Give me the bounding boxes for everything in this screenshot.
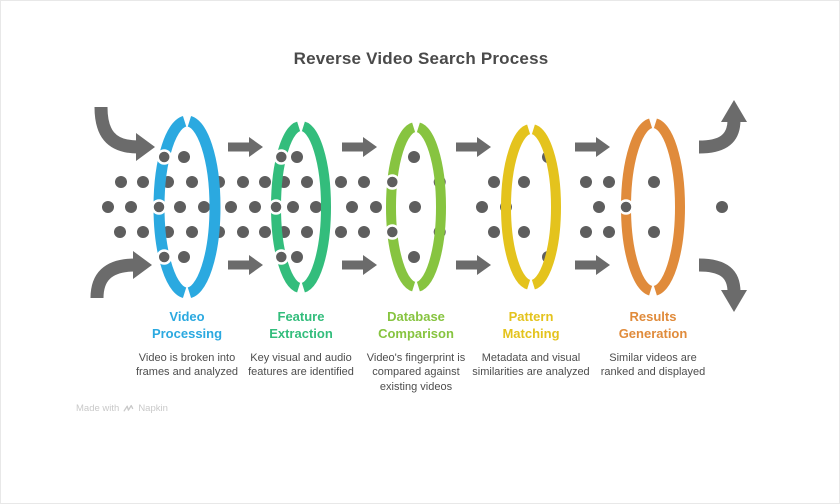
flow-dot [114, 226, 126, 238]
stage-name: Database Comparison [378, 309, 454, 341]
stage-name: Pattern Matching [502, 309, 560, 341]
stage-ring-4 [621, 115, 685, 299]
ringed-flow-dot [151, 199, 167, 215]
flow-dot [488, 226, 500, 238]
flow-dot [291, 251, 303, 263]
ringed-flow-dot [156, 249, 172, 265]
ringed-dots [151, 149, 634, 265]
flow-dot [237, 226, 249, 238]
flow-dot [102, 201, 114, 213]
flow-dot [178, 151, 190, 163]
flow-dot [301, 226, 313, 238]
flow-dot [408, 251, 420, 263]
flow-dot [249, 201, 261, 213]
flow-dot [648, 226, 660, 238]
exit-arrow-top [698, 100, 747, 154]
flow-dot [301, 176, 313, 188]
flow-dot [137, 176, 149, 188]
flow-dot [237, 176, 249, 188]
ringed-flow-dot [268, 199, 284, 215]
flow-dot [518, 176, 530, 188]
stage-description: Metadata and visual similarities are ana… [472, 351, 590, 379]
flow-dot [408, 151, 420, 163]
flow-dot [178, 251, 190, 263]
stage-description: Video is broken into frames and analyzed [135, 351, 239, 379]
flow-dot [125, 201, 137, 213]
flow-dot [580, 226, 592, 238]
flow-dot [593, 201, 605, 213]
watermark: Made with Napkin [76, 403, 168, 414]
entry-arrow-bottom [90, 251, 152, 299]
flow-dot [259, 226, 271, 238]
ringed-flow-dot [618, 199, 634, 215]
stage-name: Video Processing [151, 309, 223, 341]
flow-dot [476, 201, 488, 213]
flow-dot [603, 176, 615, 188]
flow-dot [409, 201, 421, 213]
flow-diagram [90, 100, 747, 312]
flow-dot [225, 201, 237, 213]
exit-arrow-bottom [698, 258, 747, 312]
flow-dot [648, 176, 660, 188]
napkin-logo-icon [123, 404, 134, 412]
flow-dot [310, 201, 322, 213]
ringed-flow-dot [384, 174, 401, 190]
flow-dot [603, 226, 615, 238]
flow-dot [370, 201, 382, 213]
flow-dot [186, 176, 198, 188]
stage-ring-3 [501, 121, 561, 293]
flow-dot [174, 201, 186, 213]
stage-name: Results Generation [618, 309, 688, 341]
diagram-title: Reverse Video Search Process [293, 49, 549, 68]
stage-description: Key visual and audio features are identi… [248, 351, 354, 379]
flow-dot [115, 176, 127, 188]
stage-description: Video's fingerprint is compared against … [366, 351, 466, 393]
flow-dot [198, 201, 210, 213]
flow-dot [358, 226, 370, 238]
flow-dot [716, 201, 728, 213]
flow-dot [335, 226, 347, 238]
watermark-brand: Napkin [138, 403, 168, 414]
flow-dot [358, 176, 370, 188]
flow-dot [137, 226, 149, 238]
ringed-flow-dot [156, 149, 172, 165]
flow-dot [580, 176, 592, 188]
ringed-flow-dot [273, 149, 290, 165]
flow-dot [346, 201, 358, 213]
connector-arrows [228, 137, 610, 275]
flow-dot [291, 151, 303, 163]
flow-dot [335, 176, 347, 188]
ringed-flow-dot [384, 224, 401, 240]
flow-dot [287, 201, 299, 213]
watermark-prefix: Made with [76, 403, 120, 414]
stage-description: Similar videos are ranked and displayed [600, 351, 706, 379]
ringed-flow-dot [273, 249, 290, 265]
entry-arrow-top [94, 106, 155, 161]
flow-dot [518, 226, 530, 238]
flow-dot [259, 176, 271, 188]
stage-ring-2 [386, 119, 446, 295]
stage-name: Feature Extraction [269, 309, 333, 341]
flow-dot [488, 176, 500, 188]
flow-dot [186, 226, 198, 238]
